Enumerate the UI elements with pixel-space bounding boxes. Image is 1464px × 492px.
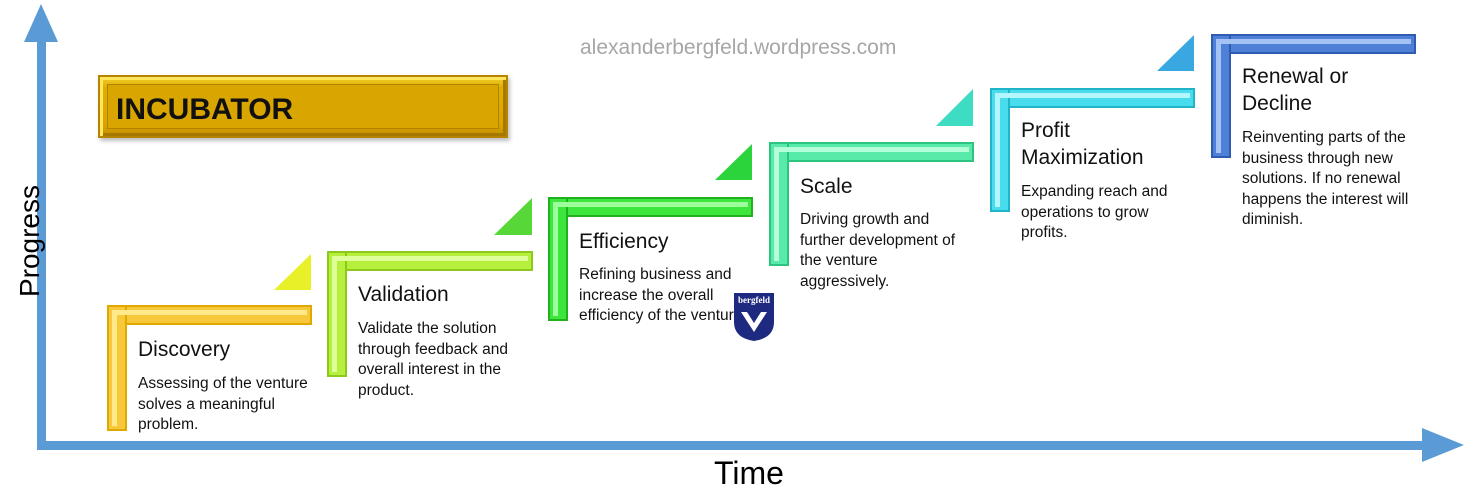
incubator-label: INCUBATOR	[116, 93, 294, 126]
y-axis-arrowhead	[24, 4, 58, 42]
y-axis-line	[37, 30, 46, 448]
step-desc-discovery: Assessing of the venture solves a meanin…	[138, 375, 308, 433]
x-axis-line	[37, 441, 1429, 450]
y-axis-label: Progress	[14, 184, 45, 298]
bergfeld-logo-icon: bergfeld	[734, 293, 774, 341]
step-title-efficiency: Efficiency	[579, 230, 669, 253]
x-axis-label: Time	[714, 455, 784, 491]
step-shape-renewal	[1211, 34, 1416, 158]
incubator-box: INCUBATOR	[98, 75, 508, 138]
step-desc-profit-maximization: Expanding reach and operations to grow p…	[1021, 183, 1168, 241]
x-axis-arrowhead	[1422, 428, 1464, 462]
step-shape-efficiency	[548, 144, 753, 321]
step-title-discovery: Discovery	[138, 338, 231, 361]
step-shape-validation	[327, 198, 533, 377]
step-title-validation: Validation	[358, 283, 449, 306]
step-title-profit-maximization: Profit Maximization	[1021, 119, 1144, 169]
step-shape-scale	[769, 89, 974, 266]
step-shape-profit	[990, 35, 1195, 212]
step-title-scale: Scale	[800, 175, 853, 198]
step-desc-efficiency: Refining business and increase the overa…	[579, 266, 747, 324]
step-shape-discovery	[107, 254, 312, 431]
step-desc-renewal-or-decline: Reinventing parts of the business throug…	[1242, 129, 1409, 228]
watermark-text: alexanderbergfeld.wordpress.com	[580, 36, 897, 59]
logo-text: bergfeld	[738, 295, 770, 305]
step-desc-validation: Validate the solution through feedback a…	[358, 320, 508, 399]
step-desc-scale: Driving growth and further development o…	[800, 211, 956, 290]
step-title-renewal-or-decline: Renewal or Decline	[1242, 65, 1349, 115]
